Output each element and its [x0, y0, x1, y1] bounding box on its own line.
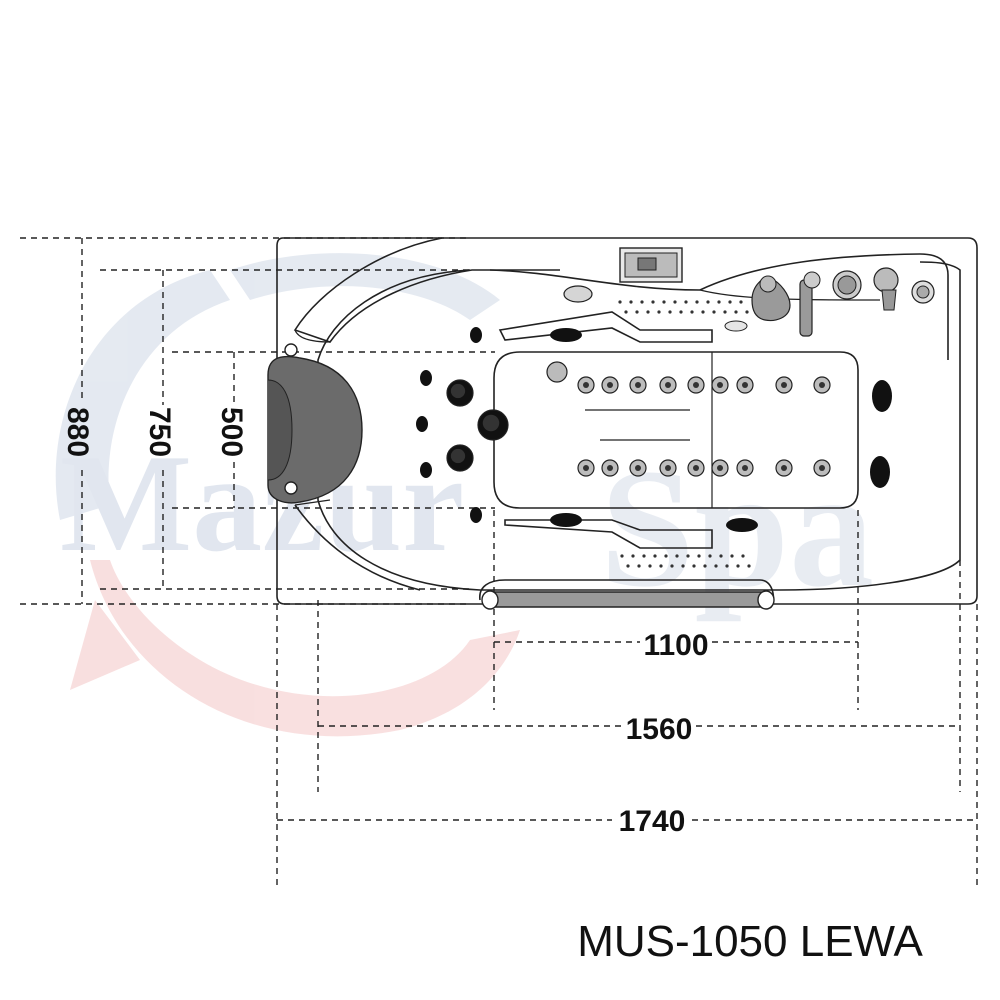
body-jet-core: [482, 414, 500, 432]
oval-jet: [726, 518, 758, 532]
model-label: MUS-1050 LEWA: [577, 917, 923, 966]
air-jet-dot: [690, 310, 694, 314]
star-jet-core: [665, 465, 671, 471]
air-jet-dot: [681, 564, 685, 568]
star-jet-core: [607, 465, 613, 471]
air-jet-dot: [648, 564, 652, 568]
dimension-height-inner: 750: [143, 407, 176, 457]
air-jet-dot: [695, 300, 699, 304]
air-jet-dot: [624, 310, 628, 314]
air-jet-dot: [703, 564, 707, 568]
air-jet-dot: [618, 300, 622, 304]
watermark-text-left: Mazur: [60, 426, 464, 581]
foot-jet: [870, 456, 890, 488]
star-jet-core: [819, 382, 825, 388]
star-jet-core: [693, 382, 699, 388]
air-jet-dot: [697, 554, 701, 558]
star-jet-core: [693, 465, 699, 471]
air-jet-dot: [741, 554, 745, 558]
oval-jet: [550, 328, 582, 342]
star-jet-core: [742, 465, 748, 471]
small-jet: [470, 507, 482, 523]
star-jet-core: [781, 382, 787, 388]
air-jet-dot: [635, 310, 639, 314]
air-jet-dot: [657, 310, 661, 314]
small-jet: [416, 416, 428, 432]
bathtub-outline: [276, 237, 978, 610]
air-jet-dot: [629, 300, 633, 304]
air-jet-dot: [670, 564, 674, 568]
air-jet-dot: [662, 300, 666, 304]
star-jet-core: [665, 382, 671, 388]
air-jet-dot: [673, 300, 677, 304]
air-jet-dot: [708, 554, 712, 558]
air-jet-dot: [637, 564, 641, 568]
small-jet: [470, 327, 482, 343]
air-jet-dot: [712, 310, 716, 314]
air-jet-dot: [728, 300, 732, 304]
air-jet-dot: [675, 554, 679, 558]
air-jet-dot: [706, 300, 710, 304]
air-jet-dot: [626, 564, 630, 568]
small-jet: [420, 370, 432, 386]
air-jet-dot: [725, 564, 729, 568]
dimension-height-outer: 880: [61, 407, 94, 457]
star-jet-core: [717, 382, 723, 388]
air-jet-dot: [653, 554, 657, 558]
air-jet-dot: [723, 310, 727, 314]
headrest: [267, 343, 363, 504]
star-jet-core: [742, 382, 748, 388]
control-panel: [563, 247, 935, 337]
star-jet-core: [583, 465, 589, 471]
air-jet-dot: [730, 554, 734, 558]
dimension-length-inner: 1560: [626, 713, 693, 746]
air-jet-dot: [692, 564, 696, 568]
air-jet-dot: [646, 310, 650, 314]
dimension-length-outer: 1740: [619, 805, 686, 838]
body-jet-core: [450, 383, 466, 399]
air-jet-dot: [631, 554, 635, 558]
star-jet-core: [583, 382, 589, 388]
star-jet-core: [635, 465, 641, 471]
air-jet-dot: [651, 300, 655, 304]
seat-jet-large: [546, 361, 568, 383]
star-jet-core: [607, 382, 613, 388]
small-jet: [420, 462, 432, 478]
air-jet-dot: [684, 300, 688, 304]
watermark-logo: Mazur Spa: [55, 253, 874, 737]
foot-jet: [872, 380, 892, 412]
dimension-height-seat: 500: [215, 407, 248, 457]
horizontal-dimensions: 1100 1560 1740: [276, 510, 978, 888]
body-jet-core: [450, 448, 466, 464]
oval-jet: [550, 513, 582, 527]
air-jet-dot: [734, 310, 738, 314]
air-jet-dot: [679, 310, 683, 314]
air-jet-dot: [747, 564, 751, 568]
air-jet-dot: [739, 300, 743, 304]
dimension-length-seat: 1100: [643, 629, 708, 662]
air-jet-dot: [640, 300, 644, 304]
star-jet-core: [819, 465, 825, 471]
air-jet-dot: [714, 564, 718, 568]
jets: [416, 327, 892, 532]
star-jet-core: [635, 382, 641, 388]
air-jet-dot: [659, 564, 663, 568]
air-jet-dot: [745, 310, 749, 314]
air-jet-dot: [668, 310, 672, 314]
air-jet-dot: [701, 310, 705, 314]
air-jet-dots: [618, 300, 751, 568]
star-jet-core: [717, 465, 723, 471]
air-jet-dot: [717, 300, 721, 304]
air-jet-dot: [736, 564, 740, 568]
air-jet-dot: [686, 554, 690, 558]
air-jet-dot: [620, 554, 624, 558]
air-jet-dot: [719, 554, 723, 558]
vertical-dimensions: 880 750 500: [20, 237, 495, 605]
air-jet-dot: [642, 554, 646, 558]
star-jet-core: [781, 465, 787, 471]
air-jet-dot: [664, 554, 668, 558]
